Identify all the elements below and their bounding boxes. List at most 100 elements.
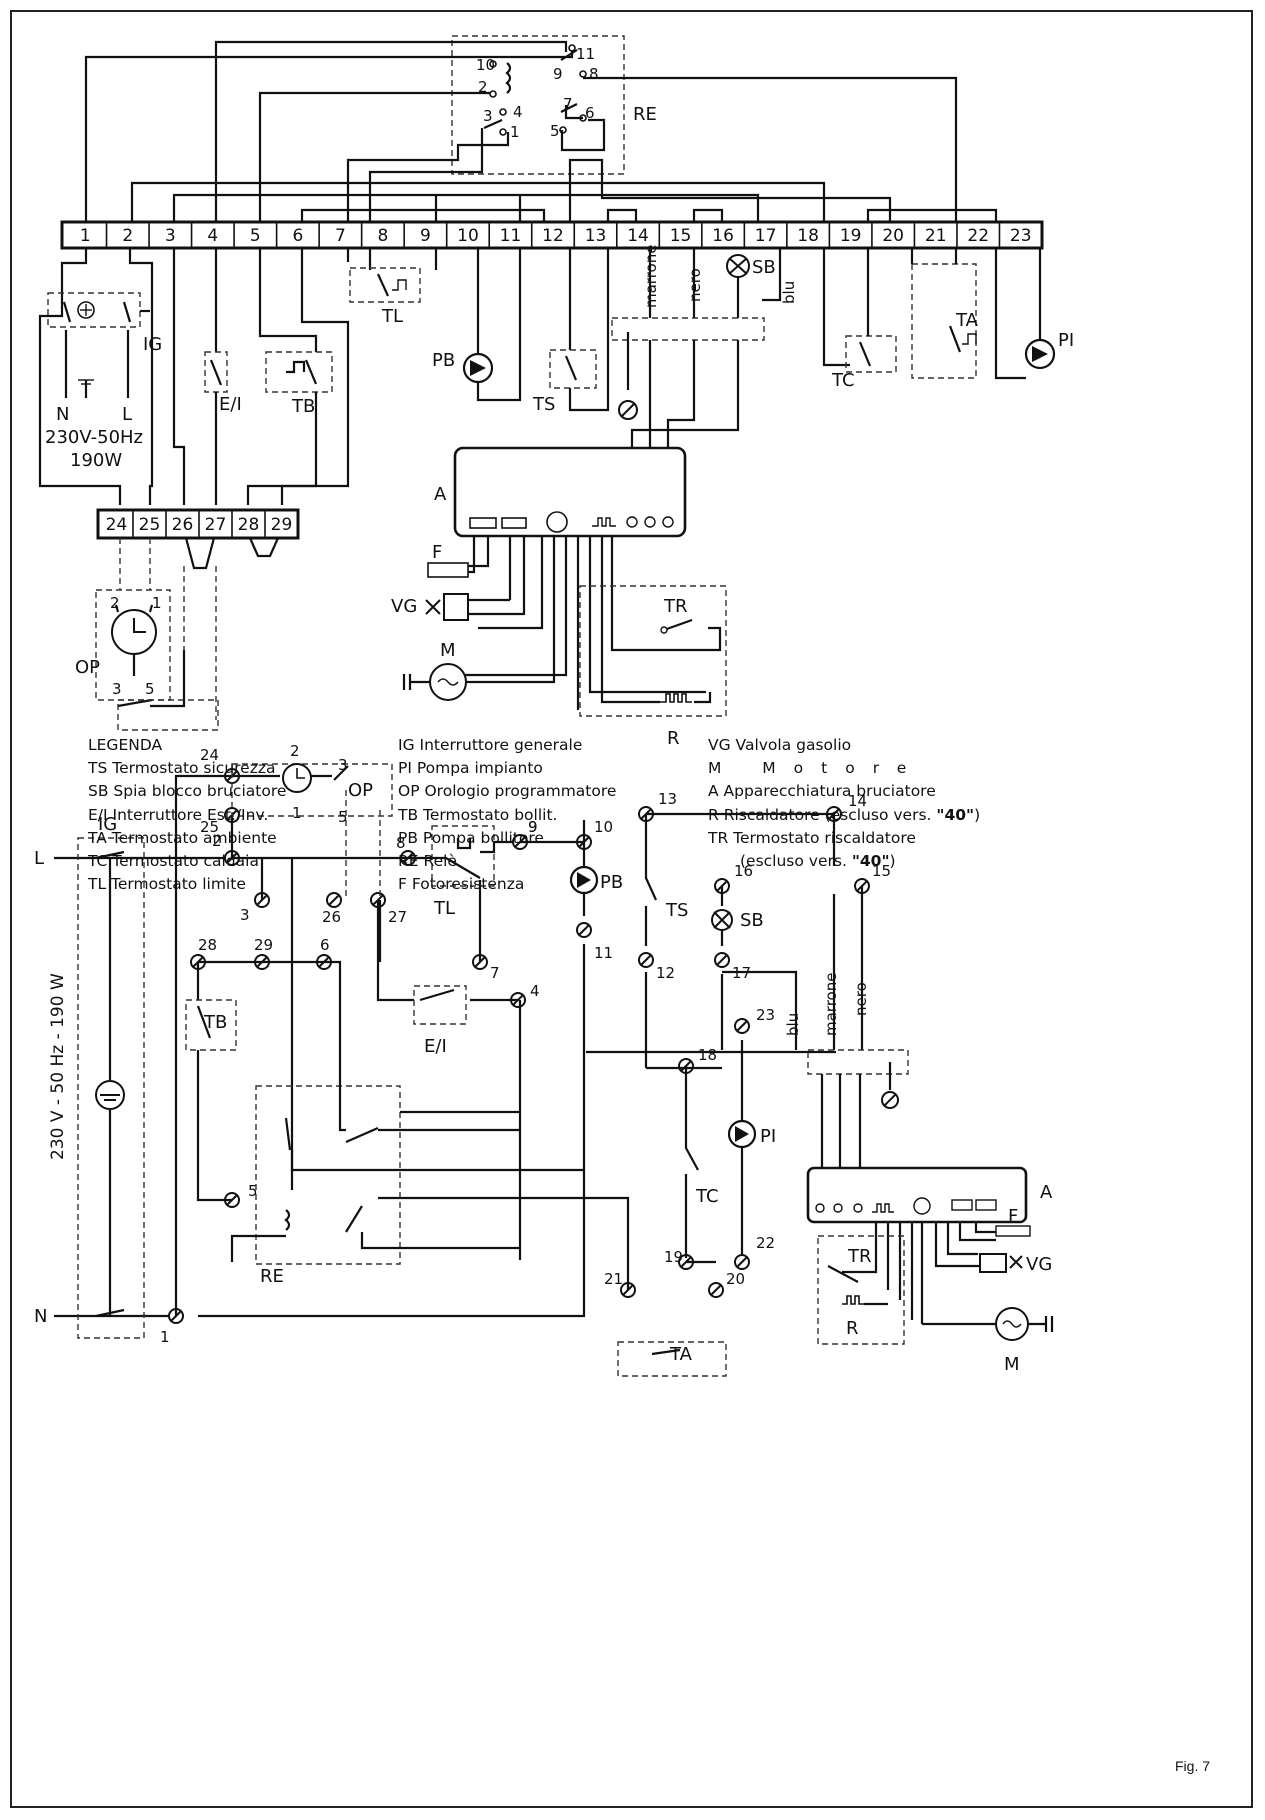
schematic-terminal-19-label: 19 bbox=[664, 1248, 683, 1266]
legend-ei: E/I Interruttore Est./Inv. bbox=[88, 805, 269, 824]
ig-main-switch-box bbox=[77, 837, 145, 1339]
legend-tc: TC Termostato caldaia bbox=[88, 852, 259, 871]
supply-power: 190W bbox=[70, 450, 122, 471]
screw-slot bbox=[736, 1256, 748, 1268]
op-terminal-3: 3 bbox=[112, 680, 122, 698]
op-bottom-3: 3 bbox=[338, 756, 348, 774]
schematic-terminal-2-label: 2 bbox=[212, 832, 222, 850]
wire-blu-top: blu bbox=[780, 281, 798, 304]
op-terminal-2: 2 bbox=[110, 594, 120, 612]
schematic-terminal-7-label: 7 bbox=[490, 964, 500, 982]
top-terminal-6: 6 bbox=[292, 226, 303, 246]
top-terminal-13: 13 bbox=[585, 226, 607, 246]
relay-contact-3: 3 bbox=[483, 107, 493, 125]
top-terminal-3: 3 bbox=[165, 226, 176, 246]
schematic-terminal-26-label: 26 bbox=[322, 908, 341, 926]
supply-l-label: L bbox=[122, 404, 132, 425]
relay-contact-6: 6 bbox=[585, 104, 595, 122]
lower-terminal-29: 29 bbox=[271, 515, 293, 535]
legend-r: R Riscaldatore (escluso vers. "40") bbox=[708, 804, 980, 827]
schematic-terminal-8-label: 8 bbox=[396, 834, 406, 852]
ta-label: TA bbox=[955, 310, 979, 331]
tr-r-box bbox=[579, 585, 727, 717]
legend-tl: TL Termostato limite bbox=[88, 875, 246, 894]
pi-label-bottom: PI bbox=[760, 1126, 776, 1147]
schematic-terminal-25-label: 25 bbox=[200, 818, 219, 836]
relay-contact-9: 9 bbox=[553, 65, 563, 83]
schematic-terminal-23-label: 23 bbox=[756, 1006, 775, 1024]
top-terminal-16: 16 bbox=[712, 226, 734, 246]
burner-apparatus-a bbox=[453, 446, 687, 538]
supply-vertical-label: 230 V - 50 Hz - 190 W bbox=[48, 973, 68, 1160]
legend-tr-version: "40" bbox=[851, 852, 890, 871]
top-terminal-2: 2 bbox=[122, 226, 133, 246]
ei-label: E/I bbox=[219, 394, 242, 415]
top-terminal-23: 23 bbox=[1010, 226, 1032, 246]
legend-m: M Motore bbox=[708, 759, 925, 778]
pb-label-bottom: PB bbox=[600, 872, 623, 893]
ta-label-bottom: TA bbox=[669, 1344, 693, 1365]
lower-terminal-26: 26 bbox=[172, 515, 194, 535]
figure-label: Fig. 7 bbox=[1175, 1758, 1211, 1774]
legend-column-3: VG Valvola gasolio M Motore A Apparecchi… bbox=[708, 734, 980, 873]
wire-nero-bottom: nero bbox=[852, 982, 870, 1016]
lower-terminal-24: 24 bbox=[106, 515, 128, 535]
pb-label: PB bbox=[432, 350, 455, 371]
m-label-top: M bbox=[440, 640, 456, 661]
legend-column-1: LEGENDA TS Termostato sicurezza SB Spia … bbox=[88, 734, 286, 896]
top-terminal-14: 14 bbox=[627, 226, 649, 246]
schematic-terminal-9-label: 9 bbox=[528, 818, 538, 836]
top-terminal-22: 22 bbox=[967, 226, 989, 246]
schematic-terminal-15-label: 15 bbox=[872, 862, 891, 880]
top-terminal-15: 15 bbox=[670, 226, 692, 246]
legend-tr-close: ) bbox=[889, 852, 896, 871]
schematic-terminal-5-label: 5 bbox=[248, 1182, 258, 1200]
a-label-top: A bbox=[434, 484, 447, 505]
sb-label: SB bbox=[752, 257, 776, 278]
supply-n-label: N bbox=[56, 404, 69, 425]
relay-coil bbox=[505, 62, 512, 94]
top-terminal-4: 4 bbox=[207, 226, 218, 246]
top-terminal-7: 7 bbox=[335, 226, 346, 246]
legend-pi: PI Pompa impianto bbox=[398, 759, 543, 778]
tb-label-bottom: TB bbox=[203, 1012, 227, 1033]
schematic-terminal-29-label: 29 bbox=[254, 936, 273, 954]
screw-slot bbox=[716, 954, 728, 966]
m-label-bottom: M bbox=[1004, 1354, 1020, 1375]
wire-marrone-top: marrone bbox=[642, 245, 660, 308]
legend-sb: SB Spia blocco bruciatore bbox=[88, 782, 287, 801]
sch-label-9: 9 bbox=[528, 818, 538, 836]
tl-thermostat-box bbox=[349, 267, 421, 303]
schematic-terminal-27-label: 27 bbox=[388, 908, 407, 926]
sb-label-bottom: SB bbox=[740, 910, 764, 931]
ts-label-bottom: TS bbox=[665, 900, 688, 921]
schematic-terminal-14-label: 14 bbox=[848, 792, 867, 810]
screw-slot bbox=[736, 1020, 748, 1032]
op-label-bottom: OP bbox=[348, 780, 373, 801]
vg-bottom-valve-icon bbox=[979, 1253, 1007, 1273]
ig-label-bottom: IG bbox=[98, 814, 117, 835]
schematic-terminal-4-label: 4 bbox=[530, 982, 540, 1000]
schematic-terminal-11-label: 11 bbox=[594, 944, 613, 962]
r-label-top: R bbox=[667, 728, 680, 749]
ts-label: TS bbox=[532, 394, 555, 415]
tl-bottom-box bbox=[431, 825, 495, 887]
wire-blu-bottom: blu bbox=[784, 1013, 802, 1036]
ts-thermostat-box bbox=[549, 349, 597, 389]
re-label-bottom: RE bbox=[260, 1266, 284, 1287]
legend-op: OP Orologio programmatore bbox=[398, 782, 617, 801]
legend-r-close: ) bbox=[974, 805, 981, 824]
schematic-terminal-3-label: 3 bbox=[240, 906, 250, 924]
legend-vg: VG Valvola gasolio bbox=[708, 736, 852, 754]
legend-pb: PB Pompa bollitore bbox=[398, 828, 544, 847]
legend-f: F Fotoresistenza bbox=[398, 875, 525, 894]
pi-label: PI bbox=[1058, 330, 1074, 351]
legend-r-version: "40" bbox=[936, 805, 975, 824]
tc-label: TC bbox=[831, 370, 855, 391]
relay-contact-4: 4 bbox=[513, 103, 523, 121]
f-label-top: F bbox=[432, 542, 442, 563]
schematic-terminal-24-label: 24 bbox=[200, 746, 219, 764]
